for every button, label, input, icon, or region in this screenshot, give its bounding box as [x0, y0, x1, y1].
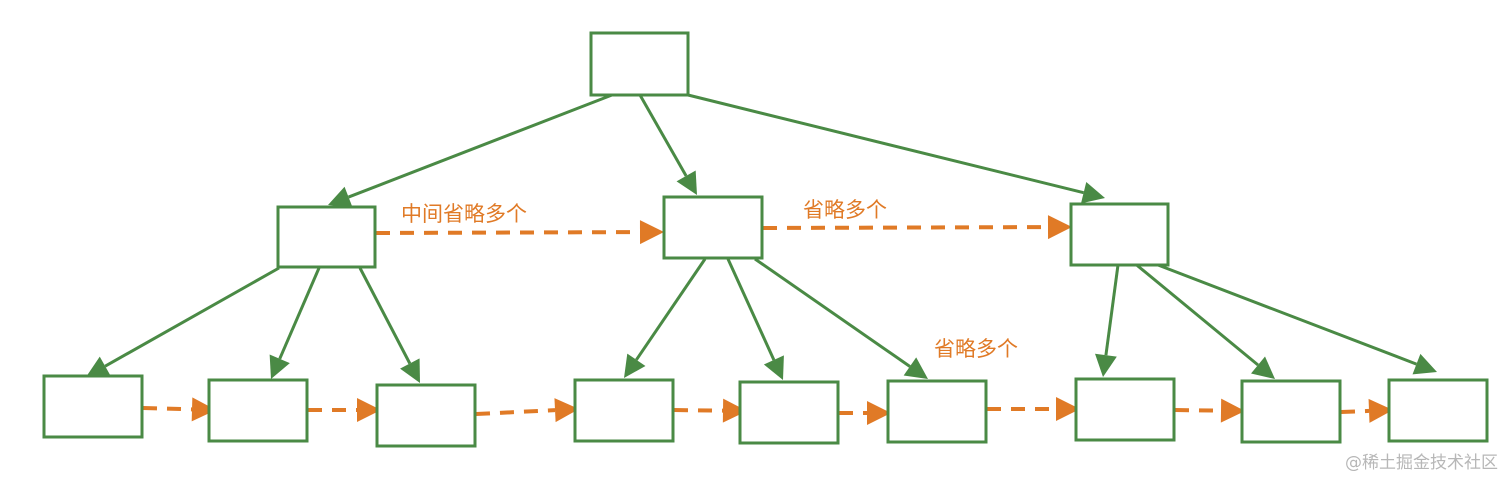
edge-internal-2-to-leaf-5 — [726, 258, 784, 380]
link-leaf-4-to-leaf-5 — [673, 398, 747, 423]
link-leaf-2-to-leaf-3 — [308, 398, 381, 422]
link-leaf-7-to-leaf-8-line — [1174, 408, 1222, 413]
nodes-layer — [42, 31, 1489, 448]
leaf-node-8 — [1240, 379, 1342, 444]
leaf-node-9 — [1387, 378, 1489, 443]
edge-internal-2-to-leaf-4 — [624, 258, 707, 378]
edge-internal-1-to-leaf-2 — [269, 267, 321, 379]
internal-node-2-box — [662, 195, 764, 260]
link-leaf-2-to-leaf-3-arrowhead — [357, 398, 381, 422]
annotation-omitted-upper: 省略多个 — [803, 198, 887, 222]
leaf-node-1-box — [42, 374, 144, 439]
edge-root-to-internal-2-line — [638, 94, 688, 177]
edge-root-to-internal-2-arrowhead — [676, 170, 697, 195]
edge-internal-1-to-leaf-3-arrowhead — [400, 358, 420, 383]
edge-internal-1-to-leaf-1-arrowhead — [86, 356, 111, 377]
edge-internal-2-to-leaf-6-arrowhead — [903, 357, 928, 379]
link-leaf-3-to-leaf-4-arrowhead — [554, 398, 579, 423]
link-internal-1-to-internal-2-arrowhead — [639, 220, 664, 245]
leaf-node-7 — [1074, 377, 1176, 442]
edge-root-to-internal-1-arrowhead — [328, 186, 353, 208]
edge-internal-3-to-leaf-8 — [1132, 260, 1275, 379]
watermark: @稀土掘金技术社区 — [1345, 453, 1498, 473]
annotation-omitted-lower: 省略多个 — [934, 337, 1018, 361]
link-leaf-1-to-leaf-2-line — [142, 406, 193, 412]
leaf-node-5 — [738, 380, 840, 445]
edge-internal-2-to-leaf-5-arrowhead — [763, 355, 784, 380]
link-leaf-7-to-leaf-8 — [1174, 398, 1245, 423]
link-leaf-3-to-leaf-4-line — [475, 408, 556, 416]
leaf-node-7-box — [1074, 377, 1176, 442]
edge-internal-1-to-leaf-1-line — [104, 266, 280, 368]
leaf-node-6 — [886, 379, 988, 444]
edge-internal-3-to-leaf-9-line — [1157, 263, 1417, 366]
leaf-node-3-box — [375, 383, 477, 448]
link-leaf-5-to-leaf-6 — [839, 401, 891, 425]
edge-internal-3-to-leaf-9 — [1157, 263, 1437, 375]
link-internal-2-to-internal-3-line — [762, 225, 1049, 230]
link-leaf-8-to-leaf-9-arrowhead — [1368, 398, 1393, 423]
leaf-node-6-box — [886, 379, 988, 444]
link-leaf-4-to-leaf-5-arrowhead — [722, 398, 747, 423]
root-node-box — [589, 31, 690, 97]
internal-node-3-box — [1069, 202, 1170, 267]
annotation-middle-omitted: 中间省略多个 — [401, 202, 527, 226]
link-leaf-7-to-leaf-8-arrowhead — [1220, 398, 1245, 423]
link-leaf-8-to-leaf-9-line — [1340, 408, 1370, 414]
edge-internal-2-to-leaf-5-line — [726, 258, 776, 361]
leaf-node-5-box — [738, 380, 840, 445]
edge-internal-1-to-leaf-2-arrowhead — [269, 354, 290, 379]
internal-node-2 — [662, 195, 764, 260]
link-leaf-6-to-leaf-7-arrowhead — [1056, 397, 1080, 421]
link-leaf-3-to-leaf-4 — [475, 398, 579, 423]
edge-internal-3-to-leaf-7-line — [1104, 264, 1120, 356]
edge-root-to-internal-3 — [687, 93, 1105, 204]
edge-root-to-internal-2 — [638, 94, 697, 195]
edge-internal-2-to-leaf-6 — [754, 257, 928, 379]
edge-internal-3-to-leaf-8-arrowhead — [1251, 356, 1275, 379]
link-leaf-5-to-leaf-6-arrowhead — [867, 401, 891, 425]
edges-layer — [86, 93, 1437, 425]
link-internal-2-to-internal-3 — [762, 215, 1072, 240]
labels-layer: 中间省略多个 省略多个 省略多个 — [401, 198, 1018, 361]
edge-root-to-internal-3-line — [687, 93, 1085, 195]
link-internal-2-to-internal-3-arrowhead — [1047, 215, 1072, 240]
leaf-node-9-box — [1387, 378, 1489, 443]
edge-internal-1-to-leaf-2-line — [278, 267, 321, 360]
edge-internal-1-to-leaf-3-line — [358, 267, 412, 365]
edge-internal-1-to-leaf-1 — [86, 266, 280, 377]
root-node — [589, 31, 690, 97]
link-leaf-1-to-leaf-2-arrowhead — [191, 397, 216, 422]
link-leaf-8-to-leaf-9 — [1340, 398, 1393, 423]
edge-root-to-internal-3-arrowhead — [1081, 182, 1105, 204]
link-leaf-6-to-leaf-7 — [987, 397, 1080, 421]
edge-root-to-internal-1 — [328, 93, 613, 208]
leaf-node-2-box — [207, 378, 309, 443]
edge-internal-2-to-leaf-4-line — [635, 258, 707, 361]
edge-internal-3-to-leaf-9-arrowhead — [1412, 353, 1437, 375]
edge-internal-1-to-leaf-3 — [358, 267, 420, 383]
edge-internal-3-to-leaf-7-arrowhead — [1095, 353, 1117, 377]
link-leaf-4-to-leaf-5-line — [673, 408, 724, 413]
internal-node-1-box — [276, 205, 377, 269]
edge-internal-2-to-leaf-6-line — [754, 257, 911, 368]
leaf-node-2 — [207, 378, 309, 443]
edge-internal-3-to-leaf-8-line — [1132, 260, 1259, 367]
internal-node-1 — [276, 205, 377, 269]
link-leaf-1-to-leaf-2 — [142, 397, 216, 422]
leaf-node-1 — [42, 374, 144, 439]
leaf-node-4 — [573, 378, 675, 443]
edge-root-to-internal-1-line — [347, 93, 613, 199]
edge-internal-3-to-leaf-7 — [1095, 264, 1120, 377]
link-internal-1-to-internal-2 — [375, 220, 664, 245]
internal-node-3 — [1069, 202, 1170, 267]
leaf-node-4-box — [573, 378, 675, 443]
leaf-node-8-box — [1240, 379, 1342, 444]
link-internal-1-to-internal-2-line — [375, 230, 641, 235]
leaf-node-3 — [375, 383, 477, 448]
edge-internal-2-to-leaf-4-arrowhead — [624, 353, 646, 378]
